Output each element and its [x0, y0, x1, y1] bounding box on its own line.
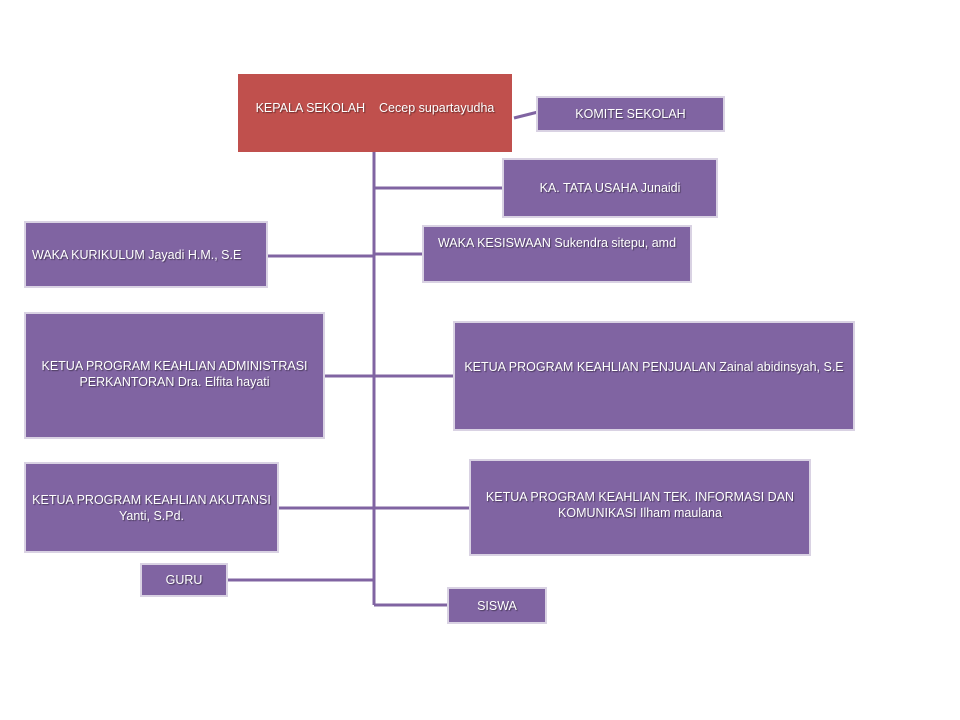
node-tata-usaha-label: KA. TATA USAHA Junaidi: [539, 181, 681, 195]
node-waka-kesiswaan-label: WAKA KESISWAAN Sukendra sitepu, amd: [437, 236, 677, 250]
node-komite-sekolah-label: KOMITE SEKOLAH: [575, 107, 686, 121]
node-kaprog-akutansi-label: KETUA PROGRAM KEAHLIAN AKUTANSI Yanti, S…: [32, 493, 271, 523]
node-guru: GURU: [140, 563, 228, 597]
node-siswa: SISWA: [447, 587, 547, 624]
node-kaprog-penjualan: KETUA PROGRAM KEAHLIAN PENJUALAN Zainal …: [453, 321, 855, 431]
node-kaprog-tik-label: KETUA PROGRAM KEAHLIAN TEK. INFORMASI DA…: [485, 490, 795, 520]
connector-komite: [513, 110, 539, 120]
node-kaprog-akutansi: KETUA PROGRAM KEAHLIAN AKUTANSI Yanti, S…: [24, 462, 279, 553]
node-kaprog-penjualan-label: KETUA PROGRAM KEAHLIAN PENJUALAN Zainal …: [464, 360, 844, 374]
node-waka-kurikulum-label: WAKA KURIKULUM Jayadi H.M., S.E: [32, 247, 242, 262]
node-waka-kurikulum: WAKA KURIKULUM Jayadi H.M., S.E: [24, 221, 268, 288]
node-kepala-sekolah: KEPALA SEKOLAH Cecep supartayudha: [238, 74, 512, 152]
node-kepala-sekolah-label: KEPALA SEKOLAH Cecep supartayudha: [255, 101, 495, 115]
node-kaprog-administrasi-label: KETUA PROGRAM KEAHLIAN ADMINISTRASI PERK…: [41, 359, 308, 389]
node-tata-usaha: KA. TATA USAHA Junaidi: [502, 158, 718, 218]
node-siswa-label: SISWA: [477, 598, 517, 613]
node-kaprog-administrasi: KETUA PROGRAM KEAHLIAN ADMINISTRASI PERK…: [24, 312, 325, 439]
node-komite-sekolah: KOMITE SEKOLAH: [536, 96, 725, 132]
node-kaprog-tik: KETUA PROGRAM KEAHLIAN TEK. INFORMASI DA…: [469, 459, 811, 556]
node-guru-label: GURU: [165, 573, 203, 587]
node-waka-kesiswaan: WAKA KESISWAAN Sukendra sitepu, amd: [422, 225, 692, 283]
